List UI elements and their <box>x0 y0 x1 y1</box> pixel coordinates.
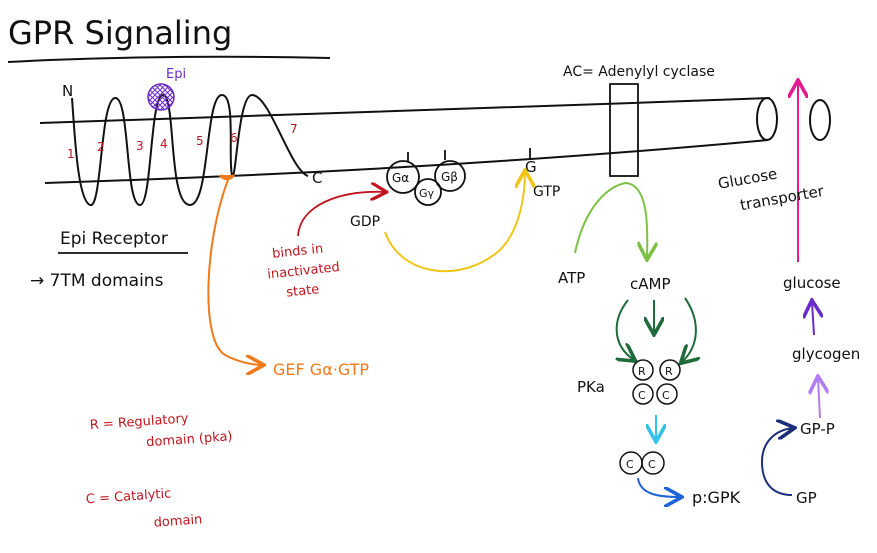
receptor-title: Epi Receptor <box>60 229 168 249</box>
pka-c-right <box>656 383 678 405</box>
tm-2: 2 <box>97 140 105 154</box>
pka-holoenzyme <box>632 359 681 405</box>
r-definition: R = Regulatory domain (pka) <box>89 411 233 450</box>
tm-1: 1 <box>67 147 75 161</box>
tm-3: 3 <box>136 139 144 153</box>
c-definition-line1: C = Catalytic <box>85 486 171 507</box>
tm-number-labels: 1 2 3 4 5 6 7 <box>67 122 298 161</box>
binds-note-line1: binds in <box>272 242 324 262</box>
gef-arrow <box>207 179 262 365</box>
membrane-top <box>39 97 771 124</box>
g-alpha-subunit <box>386 160 420 194</box>
glycogen-to-glucose-arrow <box>812 302 814 336</box>
c-terminus-label: C <box>312 169 322 187</box>
g-small-label: G <box>525 158 537 176</box>
title-underline <box>7 55 331 63</box>
epi-ligand-icon <box>147 83 175 111</box>
epi-label: Epi <box>166 67 186 82</box>
c-definition-line2: domain <box>153 512 203 530</box>
page-title: GPR Signaling <box>8 14 232 52</box>
camp-to-pka-arrow-right <box>682 297 696 362</box>
glucose-transporter-line1: Glucose <box>717 165 779 193</box>
g-alpha-label: Gα <box>392 171 409 185</box>
gef-note: GEF Gα·GTP <box>273 360 369 379</box>
docking-site-mark <box>218 173 236 181</box>
g-protein-complex <box>386 150 466 206</box>
membrane-bottom <box>44 139 769 184</box>
gdp-to-gtp-arrow <box>384 172 525 273</box>
glucose-transporter-icon <box>809 99 831 141</box>
camp-label: cAMP <box>630 275 671 293</box>
g-beta-subunit <box>434 160 466 192</box>
gtp-label: GTP <box>533 184 560 200</box>
g-gamma-label: Gγ <box>419 187 435 200</box>
g-gamma-subunit <box>414 178 442 206</box>
gpk-label: p:GPK <box>692 488 741 507</box>
tm-4: 4 <box>160 137 168 151</box>
gp-label: GP <box>796 489 817 507</box>
gp-to-gpp-arrow <box>760 428 793 496</box>
binds-arrow <box>297 192 385 237</box>
atp-to-camp-arrow <box>574 181 647 258</box>
atp-label: ATP <box>558 269 585 287</box>
tm-7: 7 <box>290 122 298 136</box>
gp-p-label: GP-P <box>800 420 835 438</box>
c-to-gpk-arrow <box>637 477 680 497</box>
camp-to-pka-arrow-left <box>617 299 634 360</box>
pka-r-right <box>659 359 681 381</box>
receptor-note: → 7TM domains <box>30 271 164 291</box>
pka-c-left <box>632 383 654 405</box>
gdp-label: GDP <box>350 214 380 230</box>
free-c-right <box>641 451 665 475</box>
binds-note: binds in inactivated state <box>267 242 341 301</box>
pka-c-right-label: C <box>662 389 670 402</box>
g-beta-label: Gβ <box>441 170 458 184</box>
ac-definition: AC= Adenylyl cyclase <box>563 64 715 80</box>
gpp-to-glycogen-arrow <box>818 378 820 419</box>
pka-r-right-label: R <box>665 365 673 378</box>
pka-c-left-label: C <box>638 389 646 402</box>
free-c-left-label: C <box>626 458 634 471</box>
c-definition: C = Catalytic domain <box>85 486 203 530</box>
free-c-right-label: C <box>648 458 656 471</box>
pka-r-left-label: R <box>638 365 646 378</box>
n-terminus-label: N <box>62 82 73 100</box>
tm-5: 5 <box>196 134 204 148</box>
binds-note-line2: inactivated <box>267 260 341 283</box>
glucose-transporter-label: Glucose transporter <box>717 165 826 215</box>
glycogen-label: glycogen <box>792 345 860 363</box>
glucose-label: glucose <box>783 274 841 292</box>
r-definition-line2: domain (pka) <box>146 429 233 450</box>
r-definition-line1: R = Regulatory <box>89 411 189 433</box>
free-catalytic-subunits <box>619 451 665 475</box>
binds-note-line3: state <box>286 282 320 300</box>
adenylyl-cyclase-channel <box>609 83 639 177</box>
receptor-7tm-chain <box>71 93 309 207</box>
tm-6: 6 <box>230 131 238 145</box>
membrane-end-cap <box>756 97 778 141</box>
pka-r-left <box>632 359 654 381</box>
pka-label: PKa <box>577 378 605 396</box>
